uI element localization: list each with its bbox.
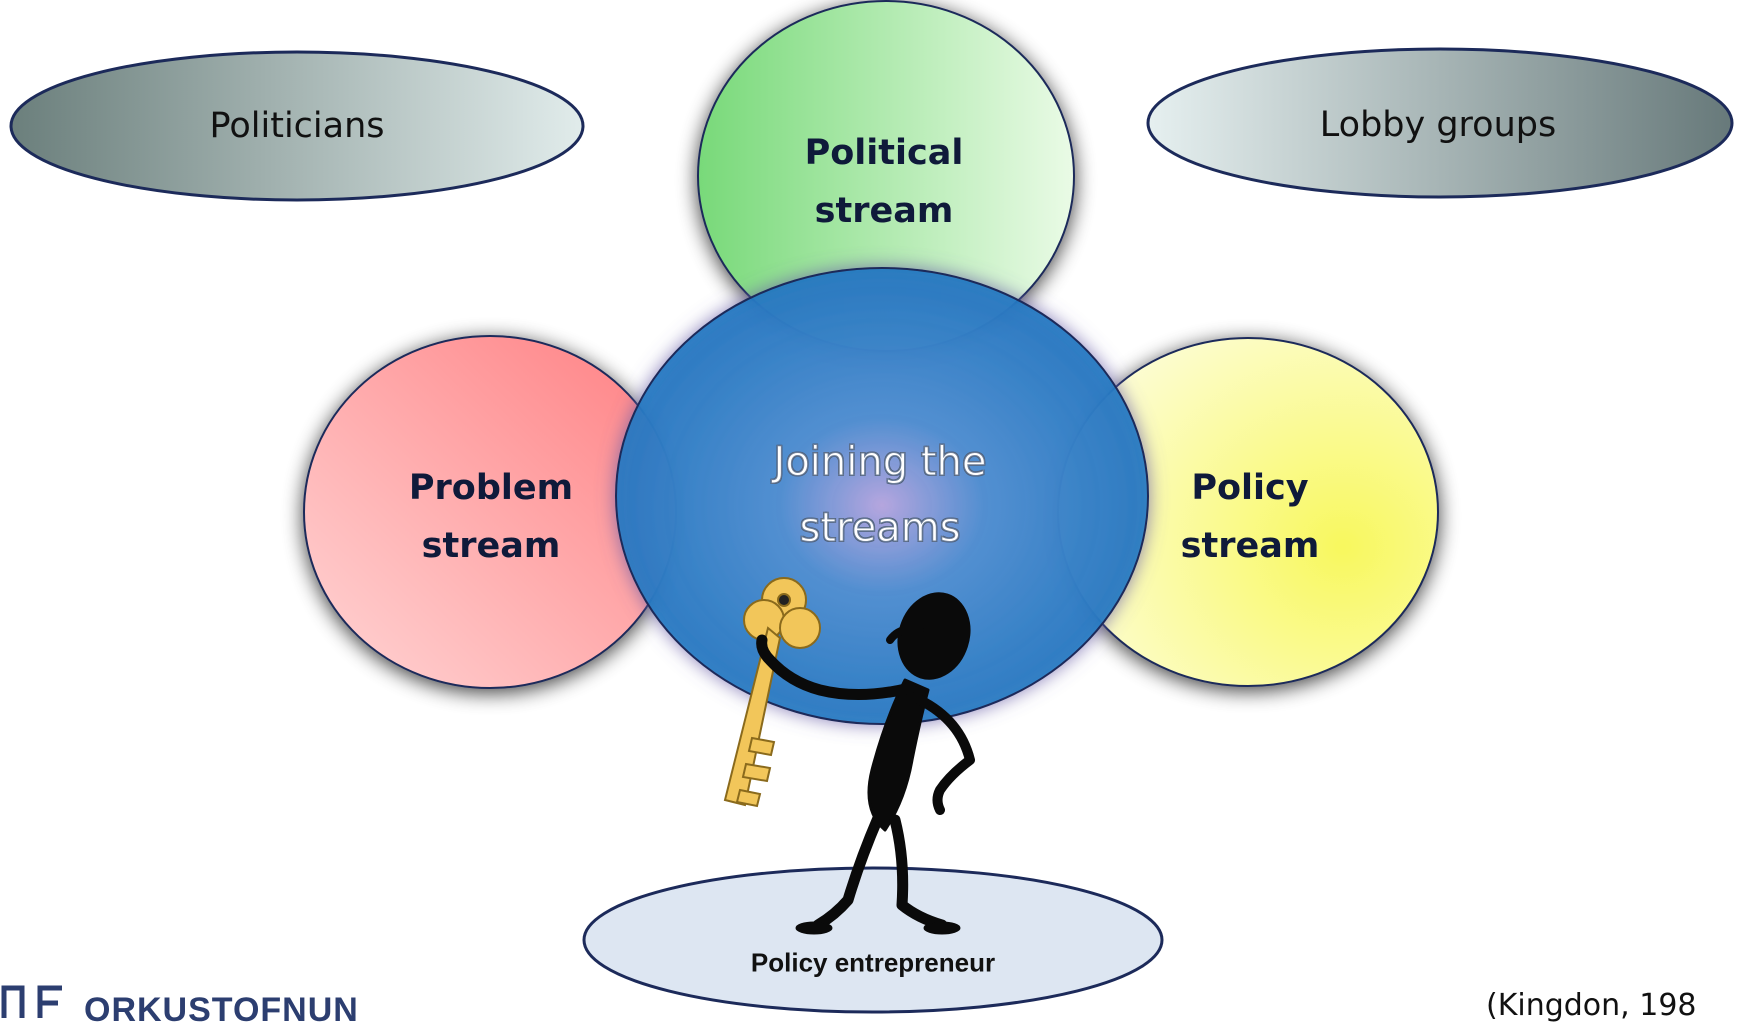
lobby-groups-ellipse	[1146, 47, 1734, 199]
stick-figure-icon	[756, 592, 975, 935]
lobby-groups-label: Lobby groups	[1319, 105, 1557, 145]
policy-stream-label: Policy stream	[1180, 468, 1320, 566]
citation-text: (Kingdon, 198	[1486, 988, 1697, 1023]
logo-wordmark: ORKUSTOFNUN	[84, 991, 359, 1029]
joining-streams-label: Joining the streams	[773, 439, 987, 552]
political-stream-label: Political stream	[804, 133, 964, 231]
policy-entrepreneur-label: Policy entrepreneur	[750, 947, 996, 978]
problem-stream-label: Problem stream	[408, 468, 574, 566]
key-icon	[723, 577, 821, 808]
logo-icon	[1, 985, 62, 1018]
politicians-ellipse	[9, 50, 585, 202]
politicians-label: Politicians	[209, 106, 385, 146]
policy-entrepreneur-ellipse	[582, 866, 1164, 1014]
